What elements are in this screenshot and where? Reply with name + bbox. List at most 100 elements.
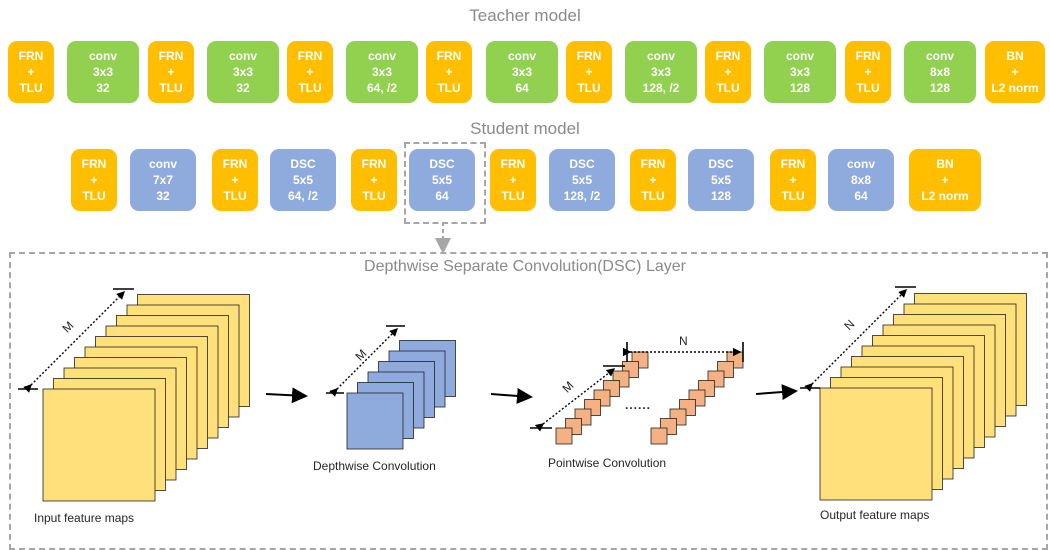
student-bn-block-13: BN+L2 norm [909, 149, 981, 211]
student-block-3-line-2: + [231, 173, 239, 187]
teacher-block-15-line-1: BN [1006, 49, 1024, 63]
student-block-11-line-1: FRN [780, 157, 806, 171]
teacher-block-1-line-3: TLU [19, 81, 43, 95]
teacher-block-10-line-2: 3x3 [650, 65, 672, 79]
student-block-8-line-3: 128, /2 [563, 189, 601, 203]
teacher-block-13-line-3: TLU [856, 81, 880, 95]
student-block-12-line-3: 64 [854, 189, 868, 203]
pointwise-kernel-a-layer-1 [555, 427, 573, 445]
teacher-block-9-line-1: FRN [576, 49, 602, 63]
flow-arrow-2 [490, 387, 533, 404]
student-block-12-line-2: 8x8 [850, 173, 872, 187]
teacher-block-12-line-2: 3x3 [789, 65, 811, 79]
student-block-7-line-1: FRN [500, 157, 526, 171]
output-feature-map-layer-1 [819, 387, 933, 501]
student-block-10-line-3: 128 [710, 189, 732, 203]
teacher-block-11-line-1: FRN [715, 49, 741, 63]
input-m-dimension-arrow [23, 291, 125, 393]
student-block-6-line-2: 5x5 [431, 173, 453, 187]
pointwise-convolution-caption: Pointwise Convolution [548, 456, 667, 470]
teacher-frn-block-1: FRN+TLU [8, 41, 54, 103]
teacher-block-12-line-3: 128 [789, 81, 811, 95]
flow-arrow-3 [755, 384, 798, 401]
teacher-block-6-line-2: 3x3 [371, 65, 393, 79]
student-block-1-line-1: FRN [81, 157, 107, 171]
teacher-block-8-line-3: 64 [515, 81, 529, 95]
student-block-4-line-1: DSC [290, 157, 316, 171]
student-block-4-line-2: 5x5 [292, 173, 314, 187]
teacher-block-13-line-1: FRN [855, 49, 881, 63]
student-block-6-line-1: DSC [429, 157, 455, 171]
student-block-2-line-3: 32 [156, 189, 170, 203]
student-block-7-line-2: + [509, 173, 517, 187]
teacher-block-4-line-2: 3x3 [232, 65, 254, 79]
teacher-block-4-line-3: 32 [236, 81, 250, 95]
dsc-layer-title: Depthwise Separate Convolution(DSC) Laye… [364, 258, 686, 275]
student-block-5-line-2: + [370, 173, 378, 187]
teacher-block-5-line-2: + [306, 65, 314, 79]
student-dsc-block-4: DSC 5x5 64, /2 [270, 149, 336, 211]
flow-arrow-1 [265, 387, 308, 404]
teacher-block-6-line-3: 64, /2 [366, 81, 398, 95]
pointwise-m-dimension-arrow [534, 368, 616, 432]
teacher-frn-block-11: FRN+TLU [705, 41, 751, 103]
teacher-block-10-line-3: 128, /2 [642, 81, 680, 95]
teacher-block-13-line-2: + [864, 65, 872, 79]
input-feature-maps-caption: Input feature maps [34, 511, 135, 525]
student-model-title: Student model [470, 119, 580, 138]
teacher-block-1-line-1: FRN [18, 49, 44, 63]
teacher-block-15-line-3: L2 norm [991, 81, 1039, 95]
teacher-block-10-line-1: conv [646, 49, 675, 63]
teacher-block-14-line-2: 8x8 [929, 65, 951, 79]
student-block-9-line-2: + [649, 173, 657, 187]
pointwise-count-label-n: N [679, 334, 688, 348]
student-block-9-line-1: FRN [640, 157, 666, 171]
teacher-block-11-line-3: TLU [716, 81, 740, 95]
student-block-1-line-3: TLU [82, 189, 106, 203]
student-block-5-line-1: FRN [361, 157, 387, 171]
student-block-2-line-2: 7x7 [152, 173, 174, 187]
teacher-block-9-line-2: + [585, 65, 593, 79]
teacher-block-5-line-3: TLU [298, 81, 322, 95]
teacher-block-14-line-3: 128 [929, 81, 951, 95]
student-block-3-line-1: FRN [222, 157, 248, 171]
teacher-block-15-line-2: + [1011, 65, 1019, 79]
student-block-12-line-1: conv [846, 157, 875, 171]
student-block-1-line-2: + [90, 173, 98, 187]
teacher-block-5-line-1: FRN [297, 49, 323, 63]
teacher-block-2-line-1: conv [88, 49, 117, 63]
student-block-5-line-3: TLU [362, 189, 386, 203]
student-block-10-line-2: 5x5 [710, 173, 732, 187]
teacher-conv-block-4: conv 3x3 32 [207, 41, 279, 103]
teacher-conv-block-2: conv 3x3 32 [67, 41, 139, 103]
student-frn-block-11: FRN+TLU [770, 149, 816, 211]
teacher-block-8-line-2: 3x3 [511, 65, 533, 79]
student-block-8-line-1: DSC [569, 157, 595, 171]
teacher-block-2-line-2: 3x3 [92, 65, 114, 79]
student-block-3-line-3: TLU [223, 189, 247, 203]
student-block-10-line-1: DSC [708, 157, 734, 171]
student-frn-block-7: FRN + TLU [490, 149, 536, 211]
teacher-block-2-line-3: 32 [96, 81, 110, 95]
student-block-9-line-3: TLU [641, 189, 665, 203]
teacher-model-title: Teacher model [469, 6, 581, 25]
teacher-block-3-line-3: TLU [159, 81, 183, 95]
student-block-7-line-3: TLU [501, 189, 525, 203]
student-frn-block-3: FRN + TLU [212, 149, 258, 211]
depthwise-convolution-caption: Depthwise Convolution [313, 459, 436, 473]
student-block-11-line-2: + [789, 173, 797, 187]
teacher-conv-block-10: conv 3x3 128, /2 [625, 41, 697, 103]
dsc-layer-frame [9, 252, 1048, 550]
teacher-block-4-line-1: conv [228, 49, 257, 63]
student-block-4-line-3: 64, /2 [287, 189, 319, 203]
teacher-frn-block-13: FRN + TLU [845, 41, 891, 103]
student-block-13-line-1: BN [936, 157, 954, 171]
student-conv-block-12: conv 8x8 64 [828, 149, 894, 211]
